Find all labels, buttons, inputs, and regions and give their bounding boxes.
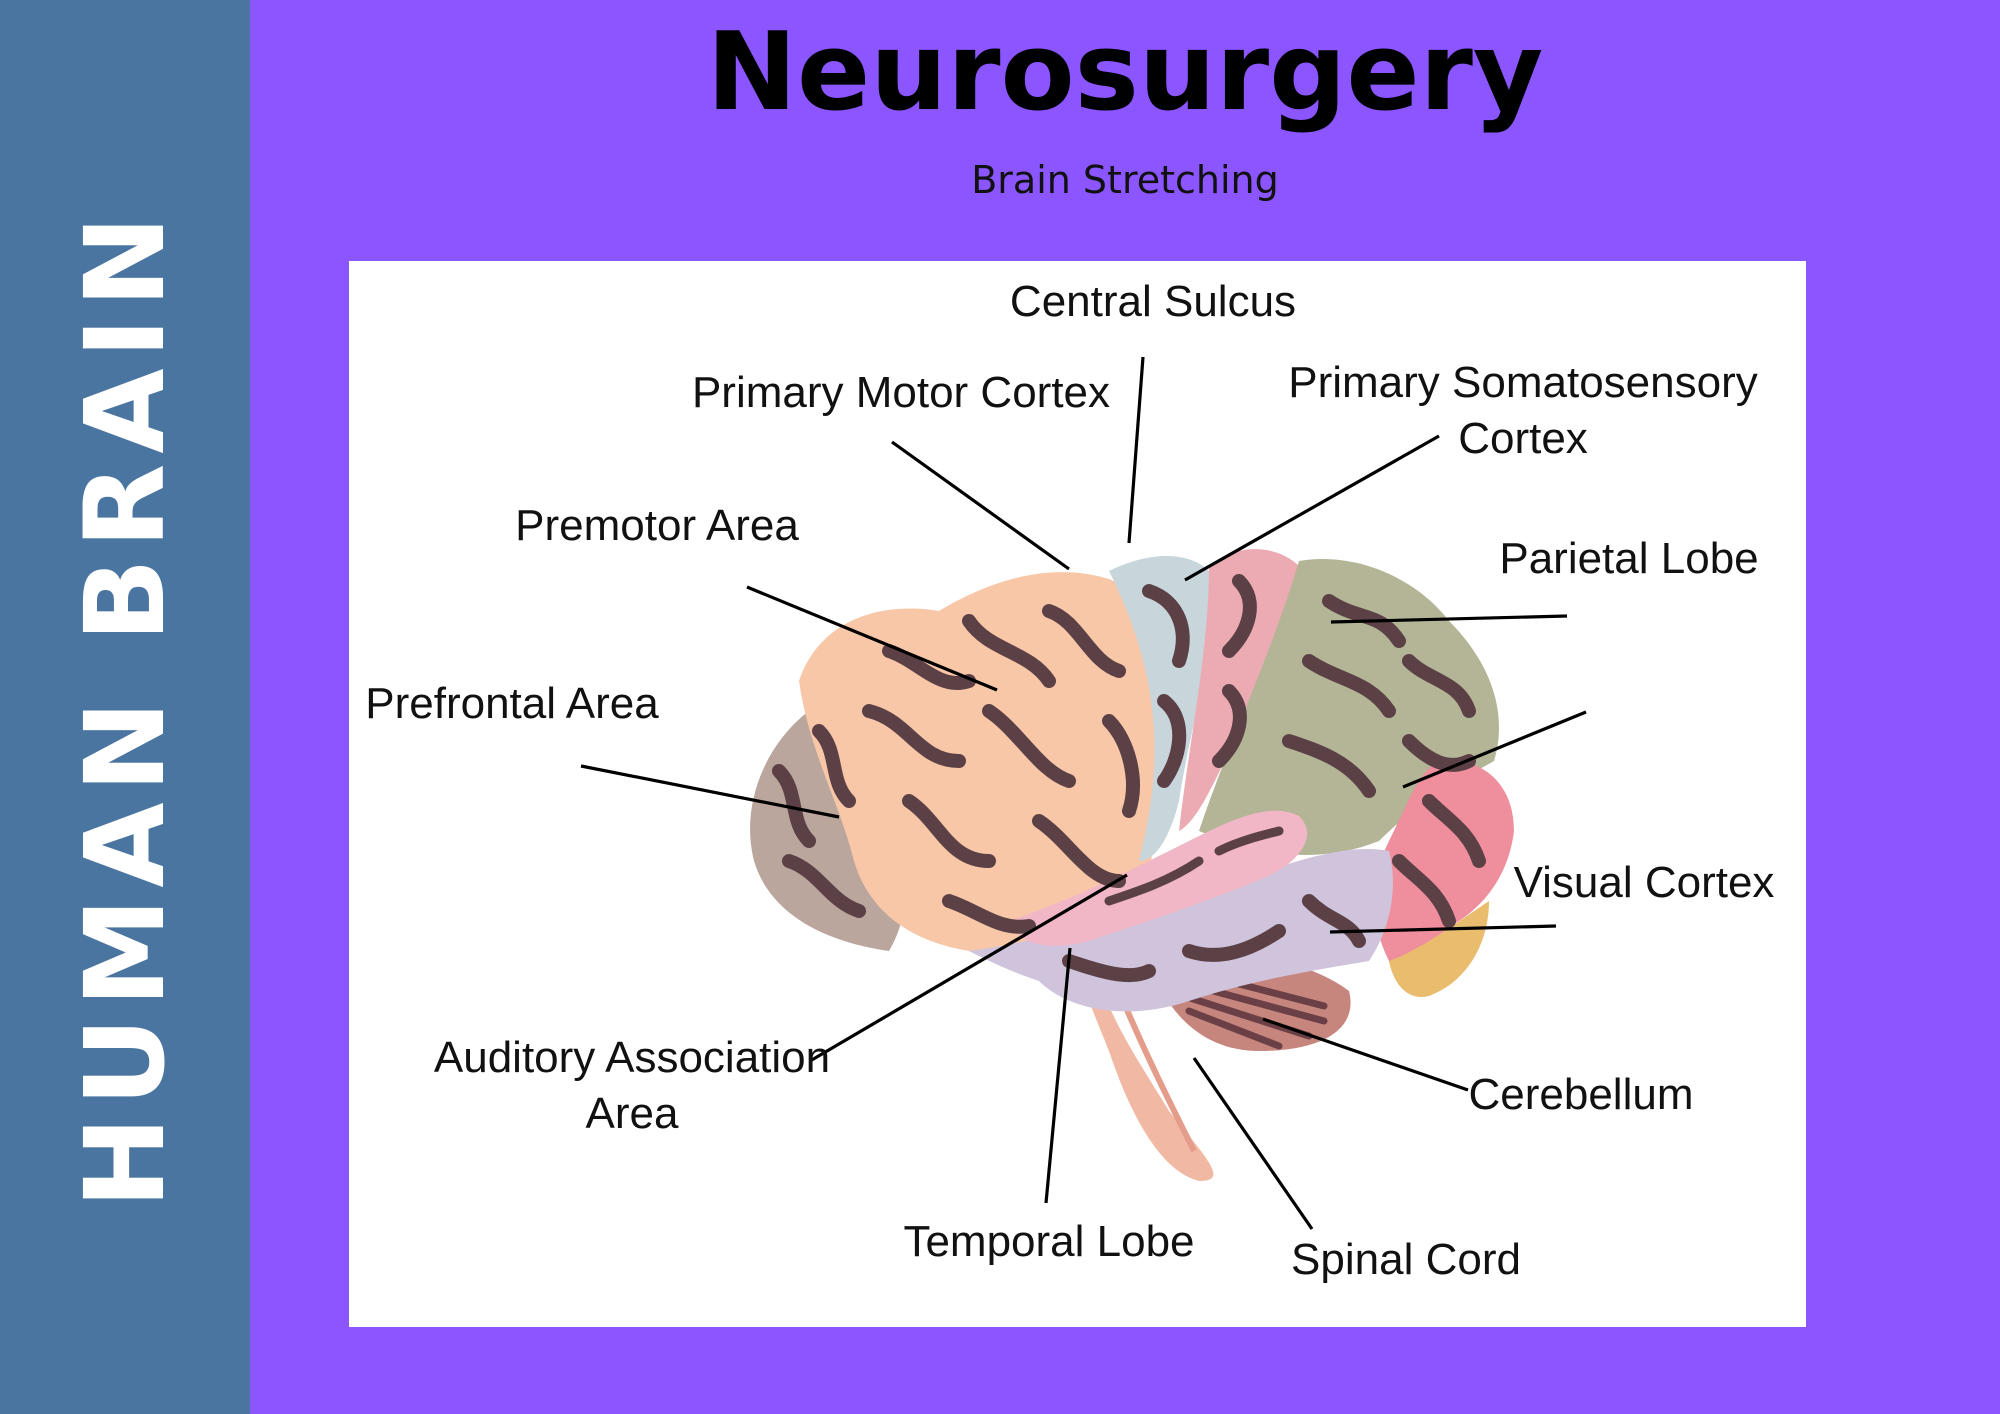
brain-diagram: Central Sulcus Primary Motor Cortex Prim… — [365, 277, 1774, 1284]
page-subtitle: Brain Stretching — [971, 158, 1279, 202]
occipital-region — [1374, 760, 1514, 961]
label-prefrontal-area: Prefrontal Area — [365, 679, 659, 728]
leader-premotor — [746, 585, 998, 692]
leader-cerebellum — [1262, 1017, 1469, 1092]
label-auditory-association-line2: Area — [586, 1089, 679, 1138]
leader-spinal-cord — [1192, 1057, 1314, 1230]
label-cerebellum: Cerebellum — [1469, 1070, 1694, 1119]
sidebar: HUMAN BRAIN — [0, 0, 250, 1414]
label-spinal-cord: Spinal Cord — [1291, 1235, 1521, 1284]
leader-auditory — [809, 873, 1128, 1063]
temporal-region — [969, 849, 1393, 1012]
leader-parietal — [1330, 614, 1568, 624]
page-title: Neurosurgery — [706, 10, 1544, 135]
label-parietal-lobe: Parietal Lobe — [1499, 534, 1758, 583]
brain-diagram-card: Central Sulcus Primary Motor Cortex Prim… — [349, 261, 1806, 1327]
label-temporal-lobe: Temporal Lobe — [903, 1217, 1194, 1266]
sidebar-title: HUMAN BRAIN — [61, 205, 189, 1209]
brain-illustration — [750, 549, 1514, 1181]
leader-occipital — [1402, 710, 1587, 789]
label-auditory-association-line1: Auditory Association — [434, 1033, 830, 1082]
leader-prefrontal — [580, 764, 840, 819]
leader-primary-motor — [891, 440, 1070, 571]
label-premotor-area: Premotor Area — [515, 501, 799, 550]
label-visual-cortex: Visual Cortex — [1514, 858, 1775, 907]
label-primary-motor-cortex: Primary Motor Cortex — [692, 368, 1110, 417]
somatosensory-region — [1179, 549, 1301, 831]
leader-central-sulcus — [1127, 356, 1145, 544]
label-primary-somatosensory-line2: Cortex — [1458, 414, 1588, 463]
label-central-sulcus: Central Sulcus — [1010, 277, 1296, 326]
leader-visual — [1329, 924, 1557, 934]
label-primary-somatosensory-line1: Primary Somatosensory — [1288, 358, 1757, 407]
brain-folds — [772, 574, 1486, 983]
leader-lines — [580, 356, 1587, 1230]
labels: Central Sulcus Primary Motor Cortex Prim… — [365, 277, 1774, 1284]
leader-somatosensory — [1184, 434, 1440, 582]
leader-temporal — [1044, 947, 1072, 1204]
visual-region — [1389, 901, 1489, 997]
spinal-cord-ridge — [1116, 989, 1197, 1153]
